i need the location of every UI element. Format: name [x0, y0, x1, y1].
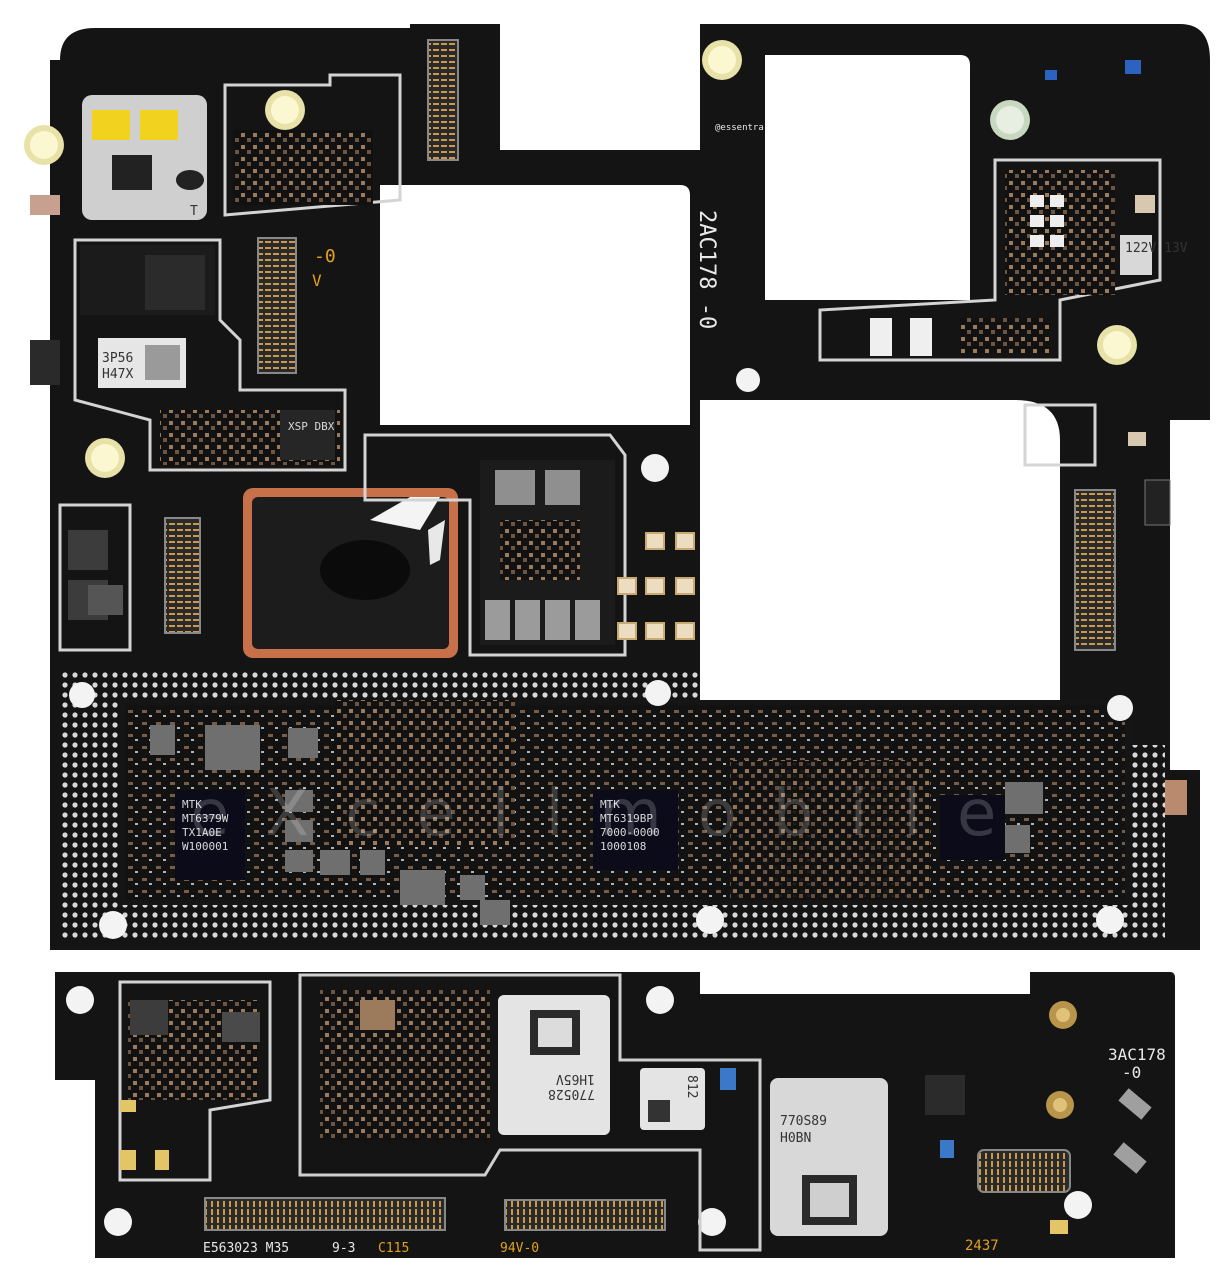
small-chip-label: XSP DBX — [288, 420, 335, 433]
module-c-line2: H0BN — [780, 1131, 811, 1146]
logo-small: @essentra — [715, 123, 764, 133]
watermark: eXcellmobile — [190, 777, 1032, 851]
mtk-mid-line3: 7000-0000 — [600, 826, 660, 839]
silk-bottom-right: 2437 — [965, 1238, 999, 1254]
mtk-mid-line2: MT6319BP — [600, 812, 653, 825]
module-a-line2: 1H65V — [556, 1071, 595, 1086]
sub-board-label-2: -0 — [1122, 1063, 1141, 1082]
module-b-label: 812 — [684, 1075, 699, 1098]
board-label-vertical: 2AC178 -0 — [694, 210, 719, 329]
silk-bottom-left: E563023 M35 — [203, 1241, 289, 1256]
mtk-mid-line1: MTK — [600, 798, 620, 811]
silk-bottom-mid: 9-3 — [332, 1241, 355, 1256]
mtk-mid-line4: 1000108 — [600, 840, 646, 853]
svg-text:T: T — [190, 204, 198, 219]
silk-bottom-ul: 94V-0 — [500, 1241, 539, 1256]
module-a-line1: 770528 — [548, 1086, 595, 1101]
mtk-left-line3: TX1A0E — [182, 826, 222, 839]
connector-label-v: V — [312, 271, 322, 290]
chip-label-lower-left: 3P56 — [102, 351, 133, 366]
small-right-label: 122V 13V — [1125, 241, 1188, 256]
connector-label: -0 — [314, 246, 336, 267]
silk-bottom-c: C115 — [378, 1241, 409, 1256]
mtk-left-line1: MTK — [182, 798, 202, 811]
sub-board: 770528 1H65V 812 770S89 H0BN 3AC178 -0 E… — [55, 972, 1175, 1258]
main-board: T 3P56 H47X XSP DBX — [24, 24, 1210, 950]
chip-label-lower-left-2: H47X — [102, 367, 133, 382]
mtk-left-line2: MT6379W — [182, 812, 229, 825]
mtk-left-line4: W100001 — [182, 840, 228, 853]
module-c-line1: 770S89 — [780, 1114, 827, 1129]
sub-board-label-1: 3AC178 — [1108, 1045, 1166, 1064]
